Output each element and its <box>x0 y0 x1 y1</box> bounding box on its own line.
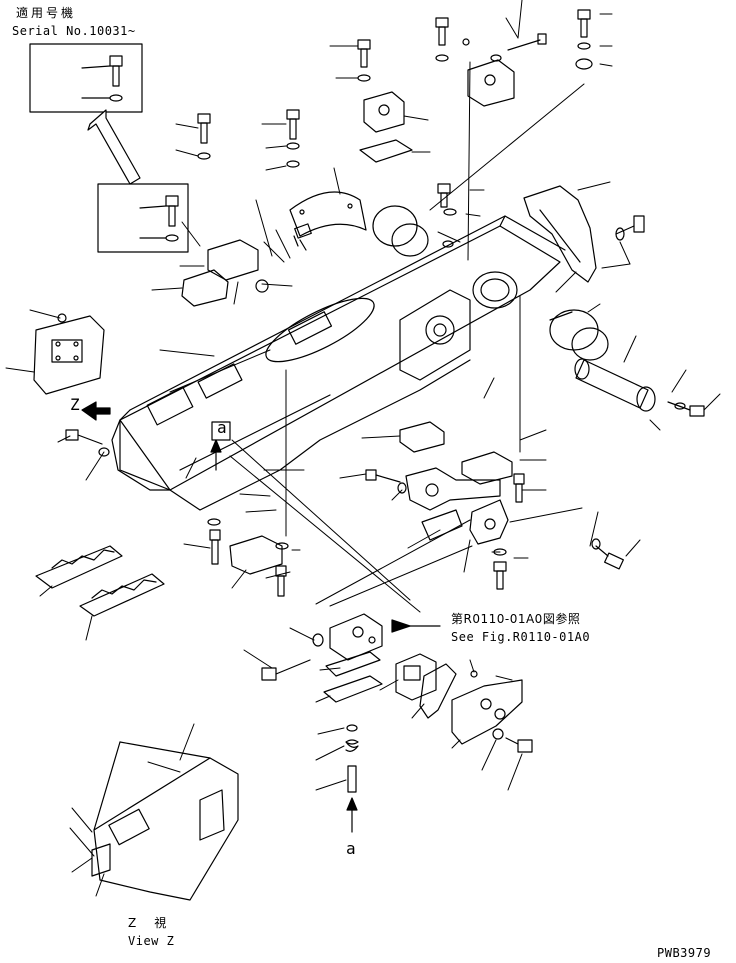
detail-a-bottom-label: a <box>346 839 357 858</box>
view-z-drawing <box>91 741 239 901</box>
upgrade-arrow-icon <box>87 109 141 185</box>
drawing-code: PWB3979 <box>657 946 712 960</box>
rear-cover <box>523 185 645 283</box>
lower-left-parts <box>35 401 289 617</box>
view-z-letter: Z <box>70 395 81 414</box>
front-guard-plate <box>33 313 105 395</box>
leader-lines <box>5 0 721 897</box>
serial-label-en: Serial No.10031~ <box>12 24 136 38</box>
detail-a-parts <box>261 613 533 793</box>
view-z-label-en: View Z <box>128 934 175 948</box>
reference-label-jp: 第R0110-01A0図参照 <box>451 612 581 626</box>
serial-inset-box <box>29 43 143 113</box>
detail-a-label: a <box>217 418 228 437</box>
reference-label-en: See Fig.R0110-01A0 <box>451 630 591 644</box>
original-inset-box <box>97 183 189 253</box>
pivot-shaft <box>574 358 705 417</box>
curved-guard <box>289 191 367 251</box>
serial-label-jp: 適用号機 <box>16 6 77 20</box>
lower-brackets <box>365 421 624 590</box>
bolt-set-top <box>197 9 593 248</box>
view-z-label-jp: Z 視 <box>128 916 170 930</box>
bearing-caps <box>181 59 515 307</box>
track-frame <box>111 215 566 511</box>
detail-a-arrow-icon <box>210 439 358 833</box>
pivot-bushings <box>372 205 609 361</box>
